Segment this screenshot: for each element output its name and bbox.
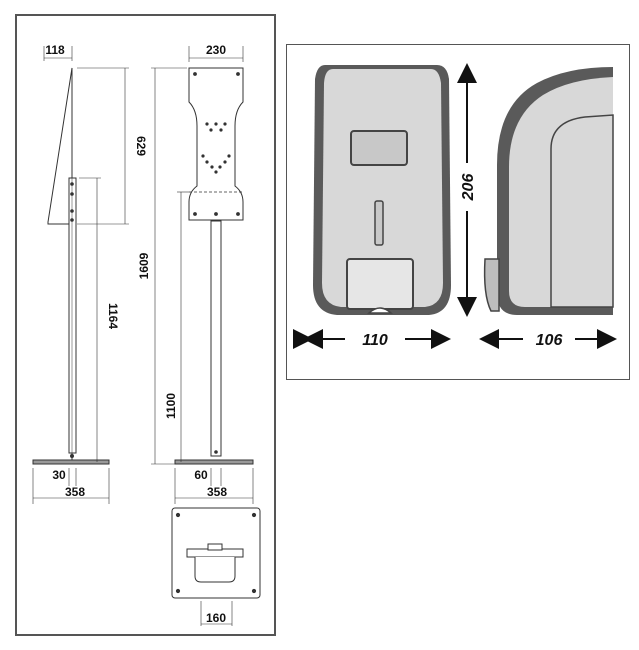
front-view bbox=[151, 46, 254, 504]
front-base-width-label: 358 bbox=[207, 485, 227, 499]
stand-drawing: 118 629 1164 30 358 bbox=[32, 43, 261, 626]
dispenser-drawing: 206 110 106 bbox=[293, 63, 617, 349]
base-top-view bbox=[171, 507, 261, 626]
front-pole-width-label: 60 bbox=[194, 468, 208, 482]
dispenser-drawing-panel: 206 110 106 bbox=[286, 44, 630, 380]
front-lower-height-label: 1100 bbox=[164, 393, 178, 419]
side-pole-height-label: 1164 bbox=[106, 303, 120, 329]
front-width-label: 230 bbox=[206, 43, 226, 57]
dispenser-side bbox=[483, 67, 614, 315]
side-pole-offset-label: 30 bbox=[52, 468, 66, 482]
front-total-height-label: 1609 bbox=[137, 252, 151, 279]
side-depth-label: 106 bbox=[536, 332, 563, 349]
base-hole-span-label: 160 bbox=[206, 611, 226, 625]
dispenser-front bbox=[313, 65, 451, 315]
side-width-label: 118 bbox=[45, 43, 65, 57]
front-width-label: 110 bbox=[362, 332, 388, 349]
side-base-width-label: 358 bbox=[65, 485, 85, 499]
height-label: 206 bbox=[460, 174, 477, 202]
stand-drawing-panel: 118 629 1164 30 358 bbox=[15, 14, 276, 636]
side-view bbox=[32, 46, 129, 504]
side-panel-height-label: 629 bbox=[134, 136, 148, 156]
